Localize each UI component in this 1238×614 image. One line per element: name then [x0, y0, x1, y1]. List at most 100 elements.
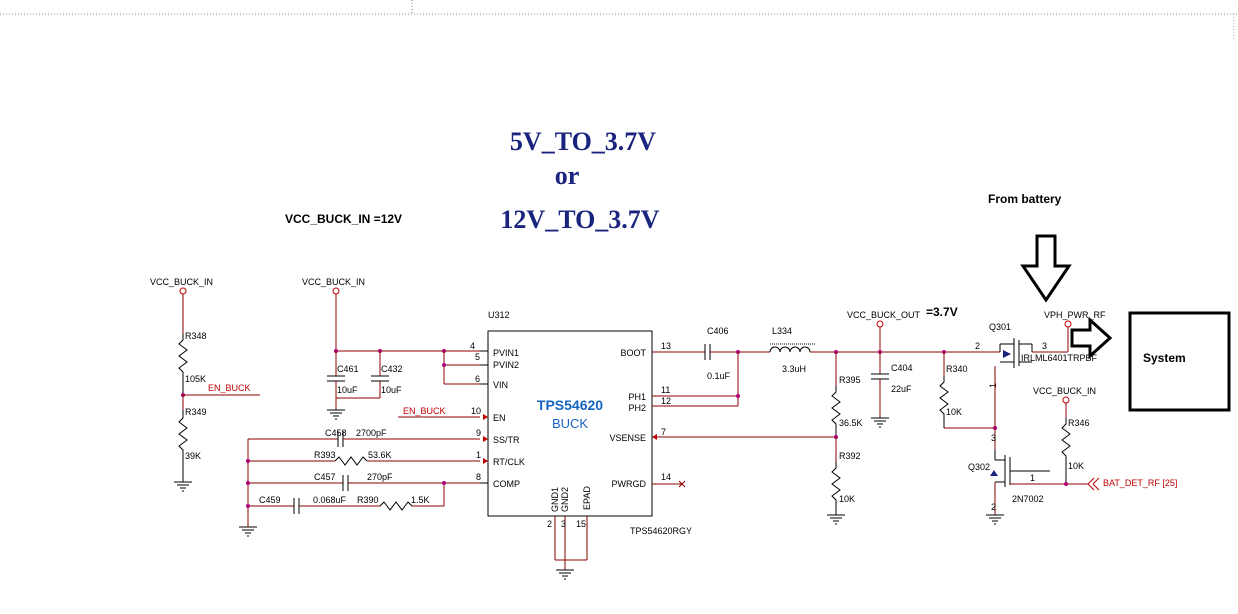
svg-text:12: 12 — [661, 396, 671, 406]
system-label: System — [1143, 351, 1186, 365]
ground-symbol-5 — [827, 514, 845, 525]
net-vph-pwr-rf: VPH_PWR_RF — [1044, 310, 1106, 320]
ground-symbol-2 — [327, 409, 345, 420]
svg-text:GND1: GND1 — [550, 487, 560, 512]
r346-ref: R346 — [1068, 418, 1090, 428]
l334-ref: L334 — [772, 326, 792, 336]
svg-text:EN: EN — [493, 413, 506, 423]
q302-pin2: 2 — [991, 502, 996, 512]
ground-symbol-7 — [986, 514, 1004, 525]
c459-ref: C459 — [259, 495, 281, 505]
svg-text:11: 11 — [661, 385, 670, 395]
svg-text:8: 8 — [476, 472, 481, 482]
en-buck-net-a: EN_BUCK — [208, 383, 251, 393]
svg-text:9: 9 — [476, 428, 481, 438]
chip-body — [487, 330, 653, 517]
net-port-c — [1062, 396, 1070, 404]
svg-text:PVIN2: PVIN2 — [493, 360, 519, 370]
ground-symbol-3 — [239, 526, 257, 537]
chip-pin-bottom: 2 GND1 — [547, 487, 560, 560]
r348-ref: R348 — [185, 331, 207, 341]
chip-pin-right: 13 BOOT — [620, 341, 705, 358]
svg-text:PVIN1: PVIN1 — [493, 348, 519, 358]
r340-value: 10K — [946, 407, 962, 417]
q302-ref: Q302 — [968, 462, 990, 472]
net-port-vph — [1064, 320, 1072, 328]
r349-value: 39K — [185, 451, 201, 461]
svg-text:VSENSE: VSENSE — [609, 433, 646, 443]
title-line3: 12V_TO_3.7V — [500, 205, 659, 234]
l334-value: 3.3uH — [782, 364, 806, 374]
chip-pin-right: 7 VSENSE — [609, 427, 836, 443]
svg-text:PH1: PH1 — [628, 392, 646, 402]
r349-resistor — [178, 410, 188, 482]
svg-text:15: 15 — [576, 519, 586, 529]
r349-ref: R349 — [185, 407, 207, 417]
l334-inductor — [769, 346, 811, 353]
chip-part: TPS54620RGY — [630, 526, 692, 536]
svg-text:2: 2 — [547, 519, 552, 529]
r392-value: 10K — [839, 494, 855, 504]
chip-pin-right: 11 PH1 — [628, 385, 738, 402]
q302-part: 2N7002 — [1012, 494, 1044, 504]
chip-pin-right: 14 PWRGD — [612, 472, 686, 489]
net-vcc-buck-in-c: VCC_BUCK_IN — [1033, 386, 1096, 396]
chip-pin-left: 5 PVIN2 — [475, 352, 519, 370]
svg-text:5: 5 — [475, 352, 480, 362]
q301-pmos-symbol — [999, 338, 1068, 368]
r340-ref: R340 — [946, 364, 968, 374]
system-box — [1128, 311, 1231, 412]
c458-value: 2700pF — [356, 428, 387, 438]
r390-value: 1.5K — [411, 495, 430, 505]
c457-ref: C457 — [314, 472, 336, 482]
svg-text:RT/CLK: RT/CLK — [493, 457, 525, 467]
chip-pin-bottom: 3 GND2 — [560, 487, 570, 560]
q301-ref: Q301 — [989, 322, 1011, 332]
svg-text:BOOT: BOOT — [620, 348, 646, 358]
chip-pin-left: 4 PVIN1 — [470, 341, 519, 358]
q302-pin1: 1 — [1030, 473, 1035, 483]
svg-text:PH2: PH2 — [628, 403, 646, 413]
svg-text:EPAD: EPAD — [582, 486, 592, 510]
svg-text:7: 7 — [661, 427, 666, 437]
svg-text:COMP: COMP — [493, 479, 520, 489]
c406-value: 0.1uF — [707, 371, 731, 381]
chip-pin-left: 1 RT/CLK — [476, 450, 525, 467]
svg-text:14: 14 — [661, 472, 671, 482]
c404-value: 22uF — [891, 384, 912, 394]
c404-ref: C404 — [891, 363, 913, 373]
svg-text:SS/TR: SS/TR — [493, 435, 520, 445]
r348-resistor — [178, 334, 188, 394]
out-voltage-label: =3.7V — [926, 305, 958, 319]
r393-ref: R393 — [314, 450, 336, 460]
c457-value: 270pF — [367, 472, 393, 482]
q301-pin1: 1 — [988, 383, 998, 388]
q301-pin2: 2 — [975, 341, 980, 351]
c459-value: 0.068uF — [313, 495, 347, 505]
r392-ref: R392 — [839, 451, 861, 461]
r393-value: 53.6K — [368, 450, 392, 460]
chip-name: TPS54620 — [537, 397, 603, 413]
net-vcc-buck-in-b: VCC_BUCK_IN — [302, 277, 365, 287]
r348-value: 105K — [185, 374, 206, 384]
net-port-b — [332, 287, 340, 295]
q301-part: IRLML6401TRPBF — [1021, 353, 1098, 363]
en-buck-net-b: EN_BUCK — [403, 406, 446, 416]
svg-text:GND2: GND2 — [560, 487, 570, 512]
c461-value: 10uF — [337, 385, 358, 395]
q302-nmos-symbol — [990, 450, 1050, 487]
chip-subtitle: BUCK — [552, 416, 588, 431]
net-vcc-buck-out: VCC_BUCK_OUT — [847, 310, 921, 320]
title-line2: or — [555, 161, 580, 190]
ground-symbol-6 — [871, 417, 889, 428]
title-line1: 5V_TO_3.7V — [510, 127, 656, 156]
net-port-out — [876, 320, 884, 328]
chip-pin-left: 9 SS/TR — [476, 428, 520, 445]
c461-ref: C461 — [337, 364, 359, 374]
chip-pin-left: 8 COMP — [476, 472, 520, 489]
battery-arrow-icon — [1020, 234, 1072, 303]
r395-ref: R395 — [839, 375, 861, 385]
chip-pin-left: 6 VIN — [475, 374, 508, 390]
chip-pin-left: 10 EN — [471, 406, 506, 423]
